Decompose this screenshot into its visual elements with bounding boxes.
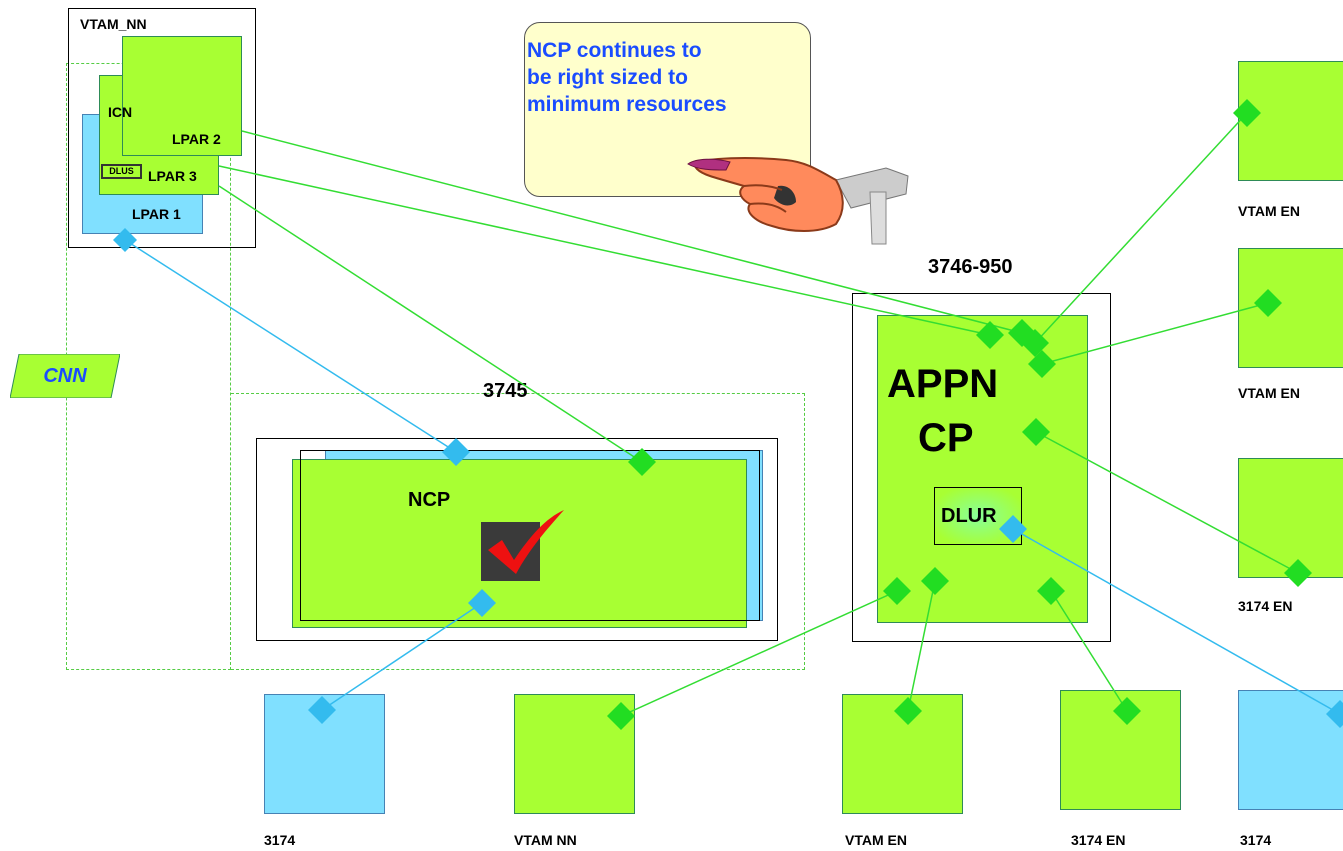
cnn-tag: CNN [10, 354, 120, 398]
endpoint-diamond [883, 577, 911, 605]
bottom-node-5-label: 3174 [1240, 832, 1272, 848]
link-appn-bottom-node-4 [1050, 590, 1128, 712]
appn-label: APPN [887, 362, 999, 406]
endpoint-diamond [113, 228, 137, 252]
ncp-inner-outline [300, 450, 760, 621]
router-3746-box [852, 293, 1111, 642]
link-appn-right-node-1 [1034, 112, 1248, 344]
endpoint-diamond [442, 438, 470, 466]
lpar3-label: LPAR 3 [148, 168, 197, 184]
link-dlur-bottom-node-5 [1012, 528, 1341, 715]
endpoint-diamond [308, 696, 336, 724]
endpoint-diamond [468, 589, 496, 617]
bottom-node-1-label: 3174 [264, 832, 296, 848]
right-node-1-label: VTAM EN [1238, 203, 1300, 219]
link-lpar2-appn [241, 130, 1023, 334]
endpoint-diamond [894, 697, 922, 725]
endpoint-diamond [1037, 577, 1065, 605]
endpoint-diamond [1254, 289, 1282, 317]
bottom-node-2-label: VTAM NN [514, 832, 577, 848]
cnn-label: CNN [43, 365, 87, 387]
callout-line-1: NCP continues to [527, 39, 702, 62]
bottom-node-3-label: VTAM EN [845, 832, 907, 848]
link-appn-bottom-node-2 [620, 590, 898, 717]
callout-line-3: minimum resources [527, 93, 727, 116]
endpoint-diamond [1326, 700, 1343, 728]
fep-3745-box [256, 438, 778, 641]
checkmark-icon [488, 510, 564, 574]
router-3746-title: 3746-950 [928, 256, 1013, 278]
bottom-node-4-label: 3174 EN [1071, 832, 1126, 848]
fep-3745-title: 3745 [483, 380, 528, 402]
callout-line-2: be right sized to [527, 66, 689, 89]
right-node-2-box[interactable] [1238, 248, 1343, 368]
cnn-boundary-bottom [231, 393, 805, 670]
bottom-node-1-box[interactable] [264, 694, 385, 814]
right-node-1-box[interactable] [1238, 61, 1343, 181]
endpoint-diamond [1113, 697, 1141, 725]
endpoint-diamond [999, 515, 1027, 543]
right-node-2-label: VTAM EN [1238, 385, 1300, 401]
lpar2-label: LPAR 2 [172, 131, 221, 147]
bottom-node-5-box[interactable] [1238, 690, 1343, 810]
lpar1-label: LPAR 1 [132, 206, 181, 222]
right-node-3-box[interactable] [1238, 458, 1343, 578]
endpoint-diamond [607, 702, 635, 730]
host-title: VTAM_NN [80, 16, 147, 32]
link-appn-right-node-3 [1035, 431, 1299, 574]
endpoint-diamond [628, 448, 656, 476]
dlus-badge: DLUS [101, 164, 142, 179]
right-node-3-label: 3174 EN [1238, 598, 1293, 614]
link-appn-bottom-node-3 [907, 580, 936, 712]
link-lpar3-appn [218, 165, 991, 336]
link-ncp-bottom-node-1 [321, 602, 483, 711]
icn-label: ICN [108, 104, 133, 120]
host-vtam-nn-box [68, 8, 256, 248]
lpar2-box[interactable] [122, 36, 242, 156]
endpoint-diamond [1028, 350, 1056, 378]
link-appn-right-node-2 [1041, 302, 1269, 365]
cp-label: CP [918, 416, 974, 460]
link-lpar3-ncp [218, 185, 643, 463]
pointing-hand-icon [687, 157, 909, 245]
endpoint-diamond [976, 321, 1004, 349]
link-lpar1-ncp [124, 239, 457, 453]
endpoint-diamond [1233, 99, 1261, 127]
dlur-label: DLUR [941, 505, 997, 527]
ncp-label: NCP [408, 489, 451, 511]
endpoint-diamond [1022, 418, 1050, 446]
endpoint-diamond [1284, 559, 1312, 587]
endpoint-diamond [921, 567, 949, 595]
